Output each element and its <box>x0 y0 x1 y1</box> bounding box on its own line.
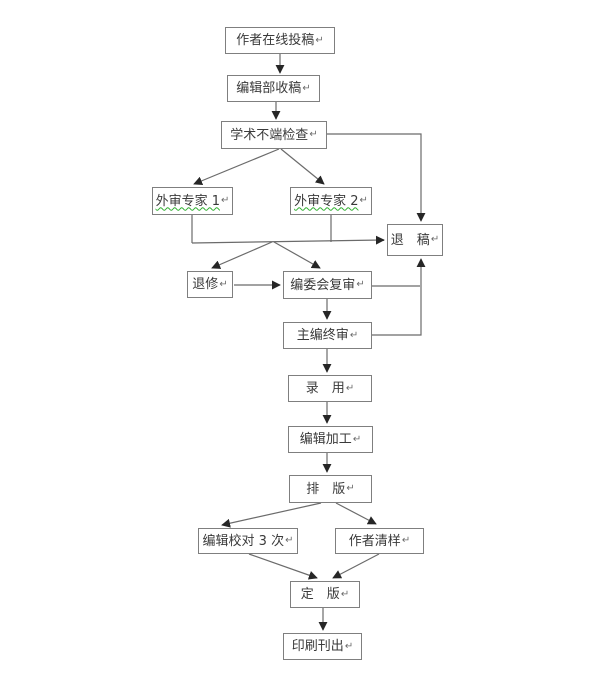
node-editorial-board-review: 编委会复审↵ <box>283 271 372 299</box>
node-editorial-dept-receives: 编辑部收稿↵ <box>227 75 320 102</box>
node-editor-proofread-3-times: 编辑校对 3 次↵ <box>198 528 298 554</box>
connector-reviewers-to-reject <box>191 235 385 245</box>
connector-authorproof-to-final <box>332 553 380 579</box>
node-chief-editor-final-review: 主编终审↵ <box>283 322 372 349</box>
connector-check-to-reviewer1 <box>193 148 280 186</box>
node-label: 编辑加工 <box>299 432 352 447</box>
node-label: 定 版 <box>300 587 340 602</box>
return-mark: ↵ <box>349 329 359 341</box>
node-external-reviewer-1: 外审专家 1↵ <box>152 187 233 215</box>
node-editing-processing: 编辑加工↵ <box>288 426 373 453</box>
node-label: 编辑部收稿 <box>236 81 302 96</box>
return-mark: ↵ <box>346 483 355 494</box>
node-accept: 录 用↵ <box>288 375 372 402</box>
connector-typeset-to-authorproof <box>335 502 377 525</box>
node-academic-misconduct-check: 学术不端检查↵ <box>221 121 327 149</box>
return-mark: ↵ <box>352 433 362 445</box>
node-label: 作者清样 <box>348 533 401 549</box>
connector-typeset-to-proofread <box>221 502 322 528</box>
node-label: 印刷刊出 <box>291 639 344 654</box>
node-label: 学术不端检查 <box>230 127 309 143</box>
connector-junction-to-board <box>273 241 321 269</box>
node-label: 外审专家 2 <box>294 193 359 209</box>
return-mark: ↵ <box>219 278 228 290</box>
connector-proofread-to-final <box>248 553 318 580</box>
node-final-version: 定 版↵ <box>290 581 360 608</box>
node-author-proofs: 作者清样↵ <box>335 528 424 554</box>
node-label: 排 版 <box>306 481 346 497</box>
return-mark: ↵ <box>221 195 230 206</box>
connectors <box>191 54 426 631</box>
node-label: 退修 <box>192 277 219 292</box>
node-label: 作者在线投稿 <box>236 33 315 48</box>
connector-check-to-reviewer2 <box>280 148 325 185</box>
return-mark: ↵ <box>302 82 311 94</box>
return-mark: ↵ <box>315 34 324 46</box>
connector-check-to-reject <box>327 133 426 222</box>
return-mark: ↵ <box>309 129 318 140</box>
node-label: 外审专家 1 <box>155 193 220 209</box>
return-mark: ↵ <box>340 588 350 600</box>
return-mark: ↵ <box>356 279 365 290</box>
connector-junction-to-revise <box>211 241 273 269</box>
node-author-online-submission: 作者在线投稿↵ <box>225 27 335 54</box>
node-return-for-revision: 退修↵ <box>187 271 233 298</box>
return-mark: ↵ <box>359 195 368 206</box>
node-label: 主编终审 <box>296 328 349 343</box>
node-reject-manuscript: 退 稿↵ <box>387 224 443 256</box>
node-label: 编辑校对 3 次 <box>202 533 285 549</box>
node-print-and-publish: 印刷刊出↵ <box>283 633 362 660</box>
node-label: 编委会复审 <box>290 277 356 293</box>
return-mark: ↵ <box>344 640 354 652</box>
return-mark: ↵ <box>285 535 294 546</box>
return-mark: ↵ <box>430 234 440 245</box>
node-typesetting: 排 版↵ <box>289 475 372 503</box>
node-external-reviewer-2: 外审专家 2↵ <box>290 187 372 215</box>
return-mark: ↵ <box>345 382 355 394</box>
connector-chief-to-reject <box>372 258 426 336</box>
node-label: 录 用 <box>305 381 345 396</box>
node-label: 退 稿 <box>390 232 430 248</box>
return-mark: ↵ <box>401 535 411 546</box>
